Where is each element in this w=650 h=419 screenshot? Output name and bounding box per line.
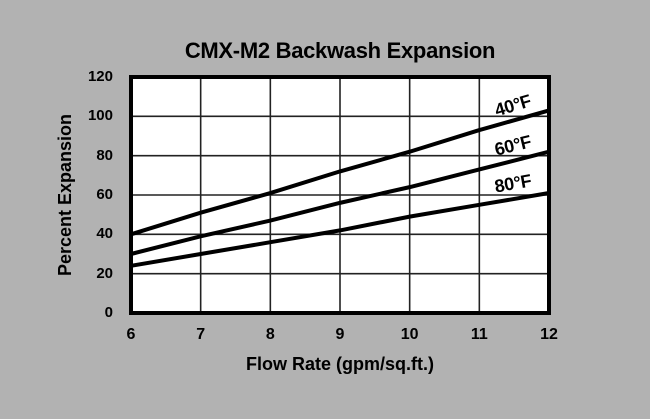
- y-tick-label: 100: [87, 107, 113, 125]
- x-tick-label: 12: [540, 326, 558, 343]
- x-tick-label: 11: [470, 326, 488, 343]
- y-tick-label: 80: [96, 146, 113, 164]
- x-tick-label: 7: [196, 326, 206, 343]
- x-tick-label: 6: [126, 326, 136, 343]
- chart-title: CMX-M2 Backwash Expansion: [184, 38, 496, 63]
- axis-frame: [129, 75, 551, 315]
- data-line: [130, 191, 550, 268]
- x-tick-label: 8: [265, 326, 275, 343]
- data-line: [130, 149, 550, 256]
- y-tick-label: 0: [104, 304, 113, 321]
- y-tick-label: 20: [96, 264, 113, 282]
- y-tick-label: 60: [96, 186, 113, 203]
- x-axis-title: Flow Rate (gpm/sq.ft.): [246, 354, 434, 374]
- data-line: [130, 108, 550, 237]
- y-tick-label: 120: [87, 68, 113, 85]
- x-tick-label: 9: [335, 326, 345, 343]
- y-tick-label: 40: [96, 225, 113, 243]
- x-tick-label: 10: [400, 326, 419, 343]
